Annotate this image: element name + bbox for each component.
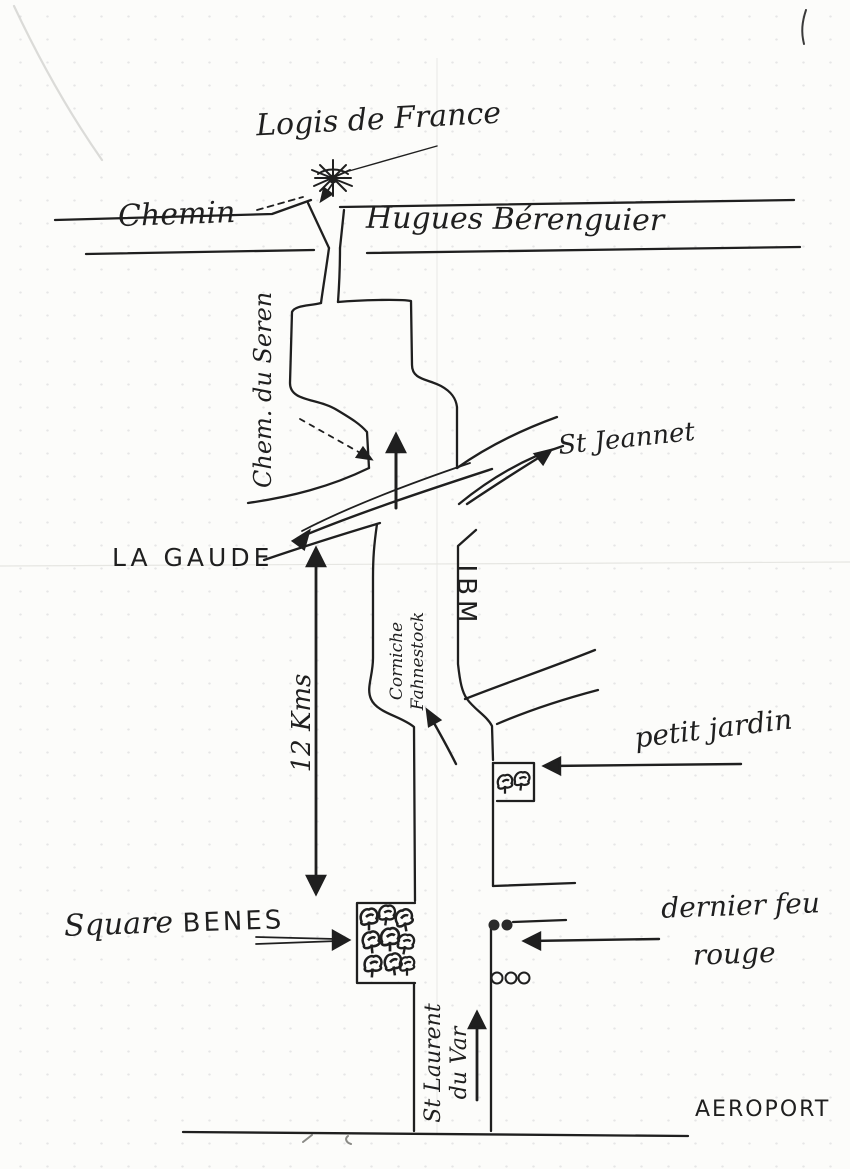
label-aeroport: AEROPORT [695, 1097, 831, 1122]
arrow-st-laurent-up [467, 1009, 487, 1102]
square-benes-park-outline [355, 901, 417, 985]
traffic-light-top [488, 919, 513, 931]
arrow-seren-pointer [299, 418, 374, 461]
square-benes-trees [359, 903, 417, 980]
label-dernier-line1: dernier feu [660, 886, 821, 925]
road-bottom-aeroport [181, 1130, 690, 1138]
road-chemin-hugues-berenguier [53, 198, 802, 256]
road-s-curve [288, 298, 459, 470]
label-benes-word: BENES [182, 905, 285, 939]
branch-st-jeannet [455, 415, 565, 506]
label-hugues-berenguier: Hugues Bérenguier [365, 200, 665, 239]
road-ibm-access [463, 648, 600, 726]
traffic-light-bottom [490, 971, 531, 985]
arrow-petit-jardin [541, 756, 743, 776]
arrow-to-st-jeannet [465, 448, 554, 506]
label-12-kms: 12 Kms [287, 673, 317, 773]
label-square-word: Square [63, 905, 174, 944]
petit-jardin-square [491, 761, 536, 803]
road-main-south [412, 924, 493, 1133]
label-la-gaude: LA GAUDE [112, 543, 274, 572]
label-ibm: IBM [451, 564, 481, 628]
label-st-laurent-line1: St Laurent [421, 1003, 446, 1123]
label-chem-du-seren: Chem. du Seren [249, 291, 277, 488]
arrow-merge-corniche [425, 707, 458, 766]
cross-street-dernier-feu [491, 881, 577, 924]
arrow-12kms-double [305, 545, 327, 897]
arrow-up-junction [385, 431, 407, 510]
label-dernier-line2: rouge [692, 935, 777, 972]
fold-lines [0, 58, 850, 1135]
label-corniche-fahnestock: Corniche Fahnestock [387, 591, 429, 731]
arrow-square-benes [255, 928, 352, 952]
road-main-north [306, 201, 346, 305]
branch-la-gaude [246, 466, 382, 562]
label-st-laurent-line2: du Var [447, 1026, 472, 1100]
arrow-to-la-gaude [290, 462, 494, 551]
label-corniche-line2: Fahnestock [408, 611, 428, 711]
label-chemin: Chemin [117, 194, 236, 235]
label-corniche-line1: Corniche [387, 621, 407, 701]
corner-marks [12, 4, 807, 1145]
arrow-dernier-feu [521, 931, 661, 951]
label-st-laurent-du-var: St Laurent du Var [421, 978, 473, 1148]
label-dernier-feu-rouge: dernier feu rouge [660, 879, 822, 980]
petit-jardin-trees [496, 769, 532, 795]
logis-star-marker [256, 145, 438, 211]
